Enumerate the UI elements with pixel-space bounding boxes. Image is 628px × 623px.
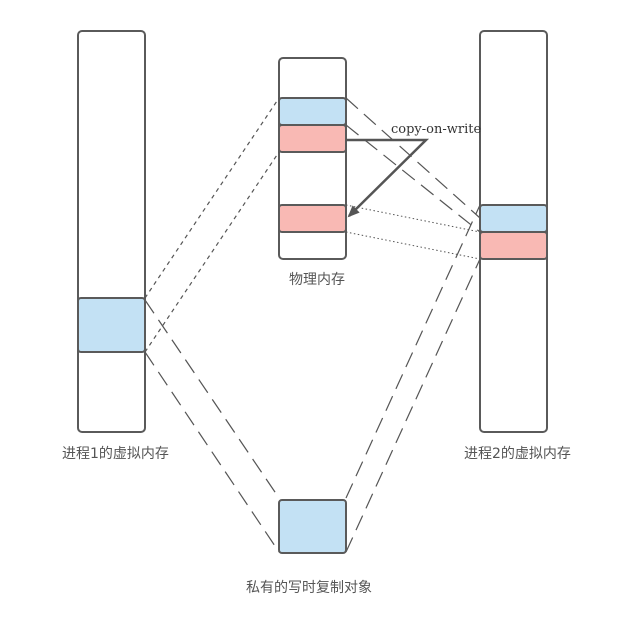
connector-p1-phys-bottom [144,151,280,353]
copy-on-write-arrow [346,138,430,218]
physical-shared-page [278,97,347,126]
connector-p1-object-bottom [144,351,280,553]
physical-memory-label: 物理内存 [289,272,345,288]
process2-memory-label: 进程2的虚拟内存 [464,446,571,462]
process2-shared-page [479,204,548,233]
connector-object-p2-top [345,204,481,499]
physical-copied-page [278,204,347,233]
connector-copy-p2-bottom [345,231,481,260]
connector-copy-p2-top [345,204,481,233]
connector-object-p2-bottom [345,258,481,553]
connector-p1-object-top [144,299,280,499]
process2-copied-page [479,231,548,260]
process1-virtual-memory-column [77,30,146,433]
private-cow-object [278,499,347,554]
physical-original-page [278,124,347,153]
connector-p1-phys-top [144,97,280,299]
copy-on-write-label: copy-on-write [391,122,482,137]
process1-shared-page [77,297,146,353]
process1-memory-label: 进程1的虚拟内存 [62,446,169,462]
connector-phys-p2-top [345,97,481,219]
private-cow-object-label: 私有的写时复制对象 [246,580,372,596]
connector-phys-p2-upper [345,124,481,233]
